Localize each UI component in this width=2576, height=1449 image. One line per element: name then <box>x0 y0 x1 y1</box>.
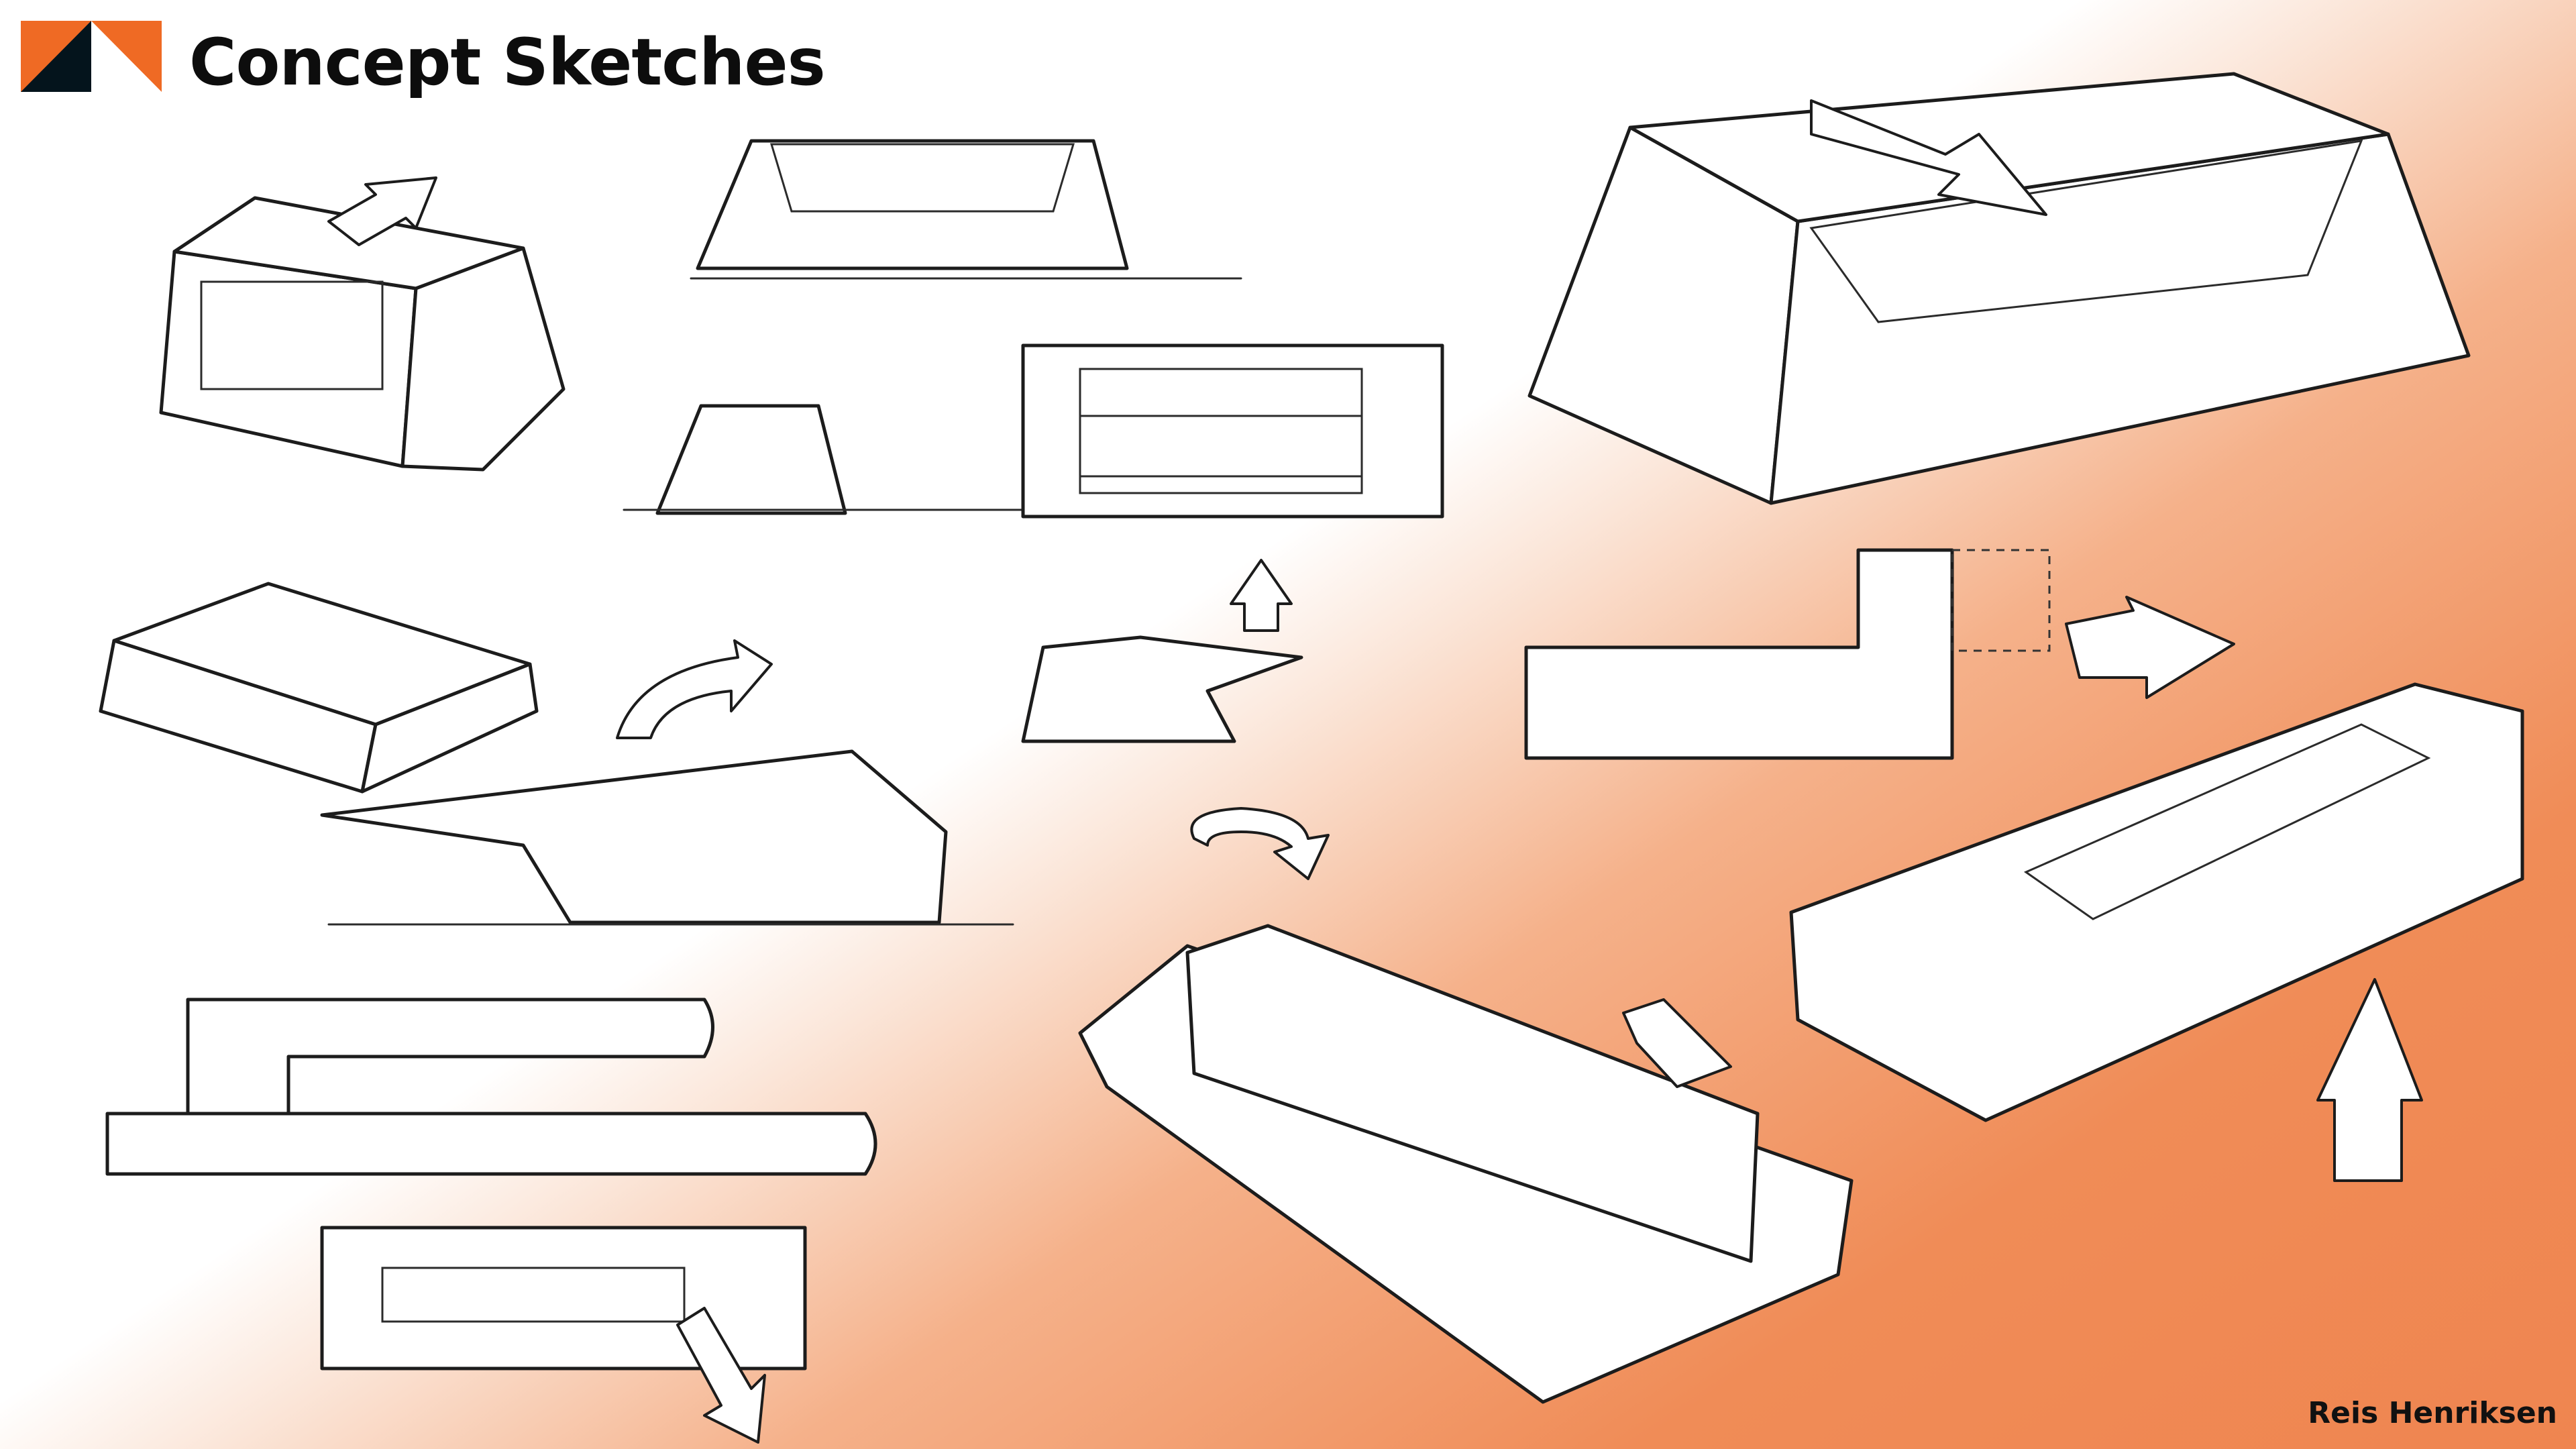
arrow-up-right-icon <box>327 176 437 246</box>
sketch-l-profile <box>1524 548 2235 760</box>
sketch-rotating-base <box>1078 807 1854 1404</box>
pad-side <box>360 662 539 794</box>
dashed-extension <box>1951 549 2051 652</box>
top-view-outer <box>1021 343 1444 519</box>
author-name: Reis Henriksen <box>2308 1396 2557 1430</box>
wedge-body <box>320 749 948 924</box>
sketch-large-holder <box>1527 72 2471 505</box>
rect-slot <box>381 1267 686 1323</box>
sketch-top-view <box>1021 343 1444 519</box>
base-block <box>1185 924 1760 1263</box>
sketch-wedge-profile <box>320 749 1014 926</box>
arrow-up-icon <box>1230 559 1293 632</box>
curved-arrow-icon <box>616 639 773 739</box>
profile-body <box>655 404 847 515</box>
top-view-slot <box>1079 415 1363 478</box>
long-holder-slot <box>2023 723 2431 920</box>
arrow-slide-icon <box>1810 99 2047 216</box>
upper-bar <box>186 998 714 1122</box>
triangle-split-logo <box>21 21 162 92</box>
long-holder-body <box>1789 682 2524 1122</box>
trapezoid-cutout <box>769 143 1075 213</box>
lower-bar <box>105 1112 877 1176</box>
sketch-flat-pad <box>99 582 539 794</box>
page-title: Concept Sketches <box>189 25 826 100</box>
rotate-arrow-icon <box>1190 807 1330 880</box>
logo-dark-triangle <box>21 21 91 92</box>
arrow-right-icon <box>2065 596 2235 699</box>
trapezoid-body <box>696 139 1129 270</box>
box-side <box>400 246 566 472</box>
holder-cutout <box>1809 140 2363 323</box>
l-profile-body <box>1524 548 1954 760</box>
rect-outer <box>320 1226 807 1371</box>
arrow-down-icon <box>676 1307 766 1444</box>
sketch-rect-slot <box>320 1226 807 1444</box>
sketch-long-holder <box>1789 682 2524 1182</box>
sketch-perspective-box <box>159 176 566 472</box>
sketch-small-wedge <box>1021 559 1303 743</box>
sketch-small-side-profile <box>623 404 1048 515</box>
sketch-stacked-bars <box>105 998 877 1176</box>
arrow-flip-icon <box>1622 998 1732 1088</box>
logo-white-triangle <box>91 21 162 92</box>
sketch-trapezoid-front <box>690 139 1242 280</box>
arrow-up-large-icon <box>2316 978 2423 1182</box>
box-window <box>200 280 384 390</box>
small-wedge-body <box>1021 635 1303 743</box>
